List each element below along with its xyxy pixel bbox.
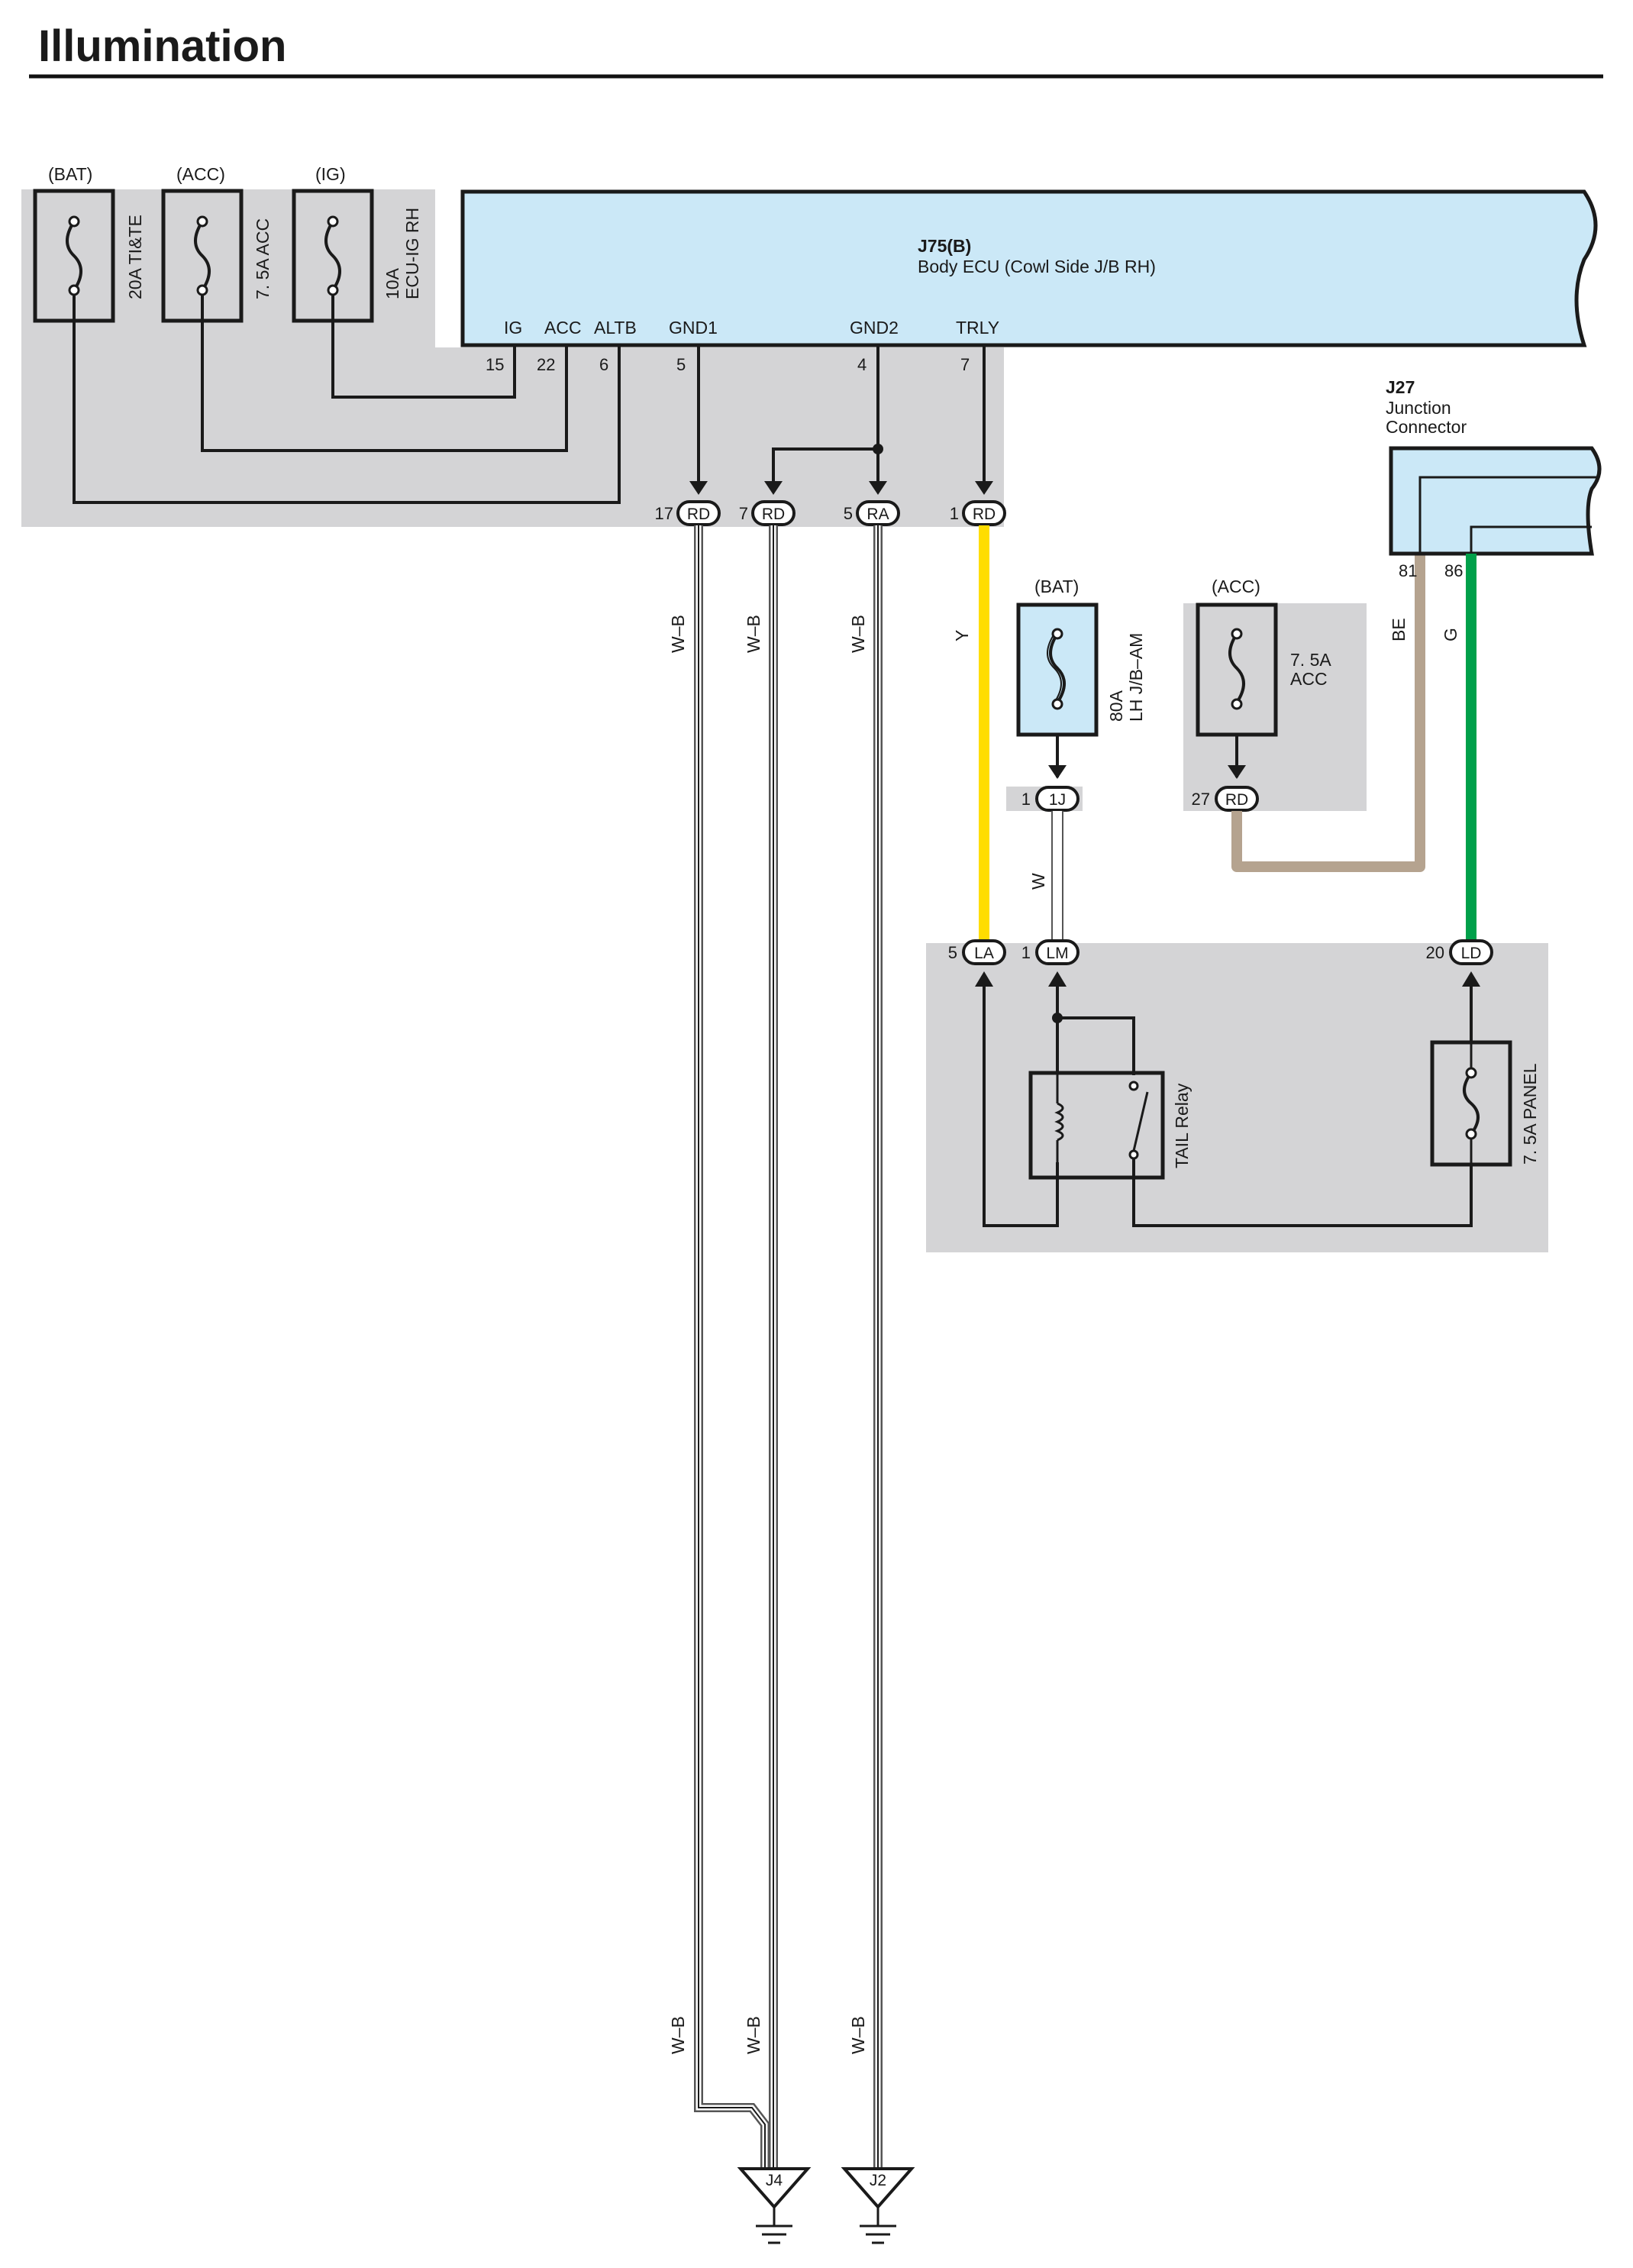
splice-relay [1052,1013,1063,1023]
bottom-right-gray-panel [926,943,1548,1252]
ecu-pin-number-6: 6 [599,355,608,374]
splice-gnd2 [873,444,883,454]
connector-27-rd [1215,786,1259,812]
connector-pin-7: 7 [739,504,748,523]
ecu-pin-number-4: 4 [857,355,867,374]
fuse-source-ig: (IG) [315,164,346,184]
acc-fuse-label-acc: ACC [1290,669,1328,689]
ecu-pin-label-altb: ALTB [594,318,637,338]
wire-wb-ground-1 [694,525,770,2169]
connector-code-5: RA [867,506,889,523]
connector-code-7: RD [762,506,785,523]
acc-fuse-arrow [1228,765,1246,779]
ground-j2 [841,2167,915,2244]
ecu-pin-number-7: 7 [960,355,970,374]
wire-color-be: BE [1389,618,1409,641]
body-ecu-box [460,189,1598,347]
connector-la [962,939,1006,965]
connector-pin-27: 27 [1192,790,1210,809]
page-title: Illumination [38,21,286,71]
wire-color-wb-6: W–B [848,2016,868,2054]
fuse-bat-80a [1016,603,1099,737]
connector-1j [1035,786,1080,812]
connector-pin-1j: 1 [1021,790,1031,809]
connector-pin-5: 5 [844,504,853,523]
fuse-label-20a-ti-te: 20A TI&TE [125,215,145,299]
connector-1-rd [962,500,1006,526]
bottom-block-wiring [983,987,1473,1227]
connector-pin-ld: 20 [1426,943,1444,962]
top-left-gray-panel [21,189,1004,527]
connector-lm [1035,939,1080,965]
ecu-pin-label-acc: ACC [544,318,582,338]
fuse-label-7-5a-acc: 7. 5A ACC [253,218,273,299]
connector-ld [1449,939,1493,965]
connector-pin-17: 17 [655,504,673,523]
fuse-source-bat: (BAT) [48,164,92,184]
ecu-pin-number-5: 5 [676,355,686,374]
fuse-panel-7-5a [1430,1040,1512,1167]
bat-fuse-label-80a: 80A [1106,690,1126,722]
fuse-label-ecu-ig-rh: ECU-IG RH [402,208,422,299]
fuse-label-10a: 10A [382,267,402,299]
connector-code-1j: 1J [1049,791,1066,809]
ecu-name: Body ECU (Cowl Side J/B RH) [918,257,1156,276]
ground-code-j2: J2 [870,2172,886,2189]
wire-beige-be [1231,554,1425,872]
wire-color-g: G [1441,628,1460,641]
connector-17-rd [676,500,721,526]
wire-color-wb-5: W–B [744,2016,763,2054]
connector-code-1: RD [973,506,996,523]
j27-inner-line-a [1418,476,1599,554]
ground-code-j4: J4 [766,2172,783,2189]
j27-line2: Connector [1386,417,1467,437]
ecu-pin-number-22: 22 [537,355,555,374]
bat-fuse-source: (BAT) [1034,577,1079,596]
ground-j4 [737,2167,812,2244]
ecu-pin-label-gnd1: GND1 [669,318,718,338]
j27-inner-line-b [1470,525,1592,554]
wire-color-wb-1: W–B [668,615,688,653]
j27-connector-box [1389,446,1602,556]
connector-arrows-bottom [975,971,1480,987]
ecu-pin-label-gnd2: GND2 [850,318,899,338]
ecu-code: J75(B) [918,236,971,256]
j27-pin-86: 86 [1444,561,1463,580]
connector-arrows-top [689,481,993,495]
connector-code-lm: LM [1046,945,1068,962]
wire-color-wb-4: W–B [668,2016,688,2054]
ecu-pin-label-trly: TRLY [956,318,999,338]
connector-5-ra [856,500,900,526]
j27-code: J27 [1386,377,1415,397]
acc-fuse-source: (ACC) [1212,577,1260,596]
wire-color-w: W [1028,873,1048,890]
ecu-pin-label-ig: IG [504,318,522,338]
top-wiring [73,295,986,504]
ecu-pin-number-15: 15 [486,355,504,374]
connector-code-la: LA [974,945,994,962]
wire-color-wb-2: W–B [744,615,763,653]
wire-color-y: Y [952,630,972,641]
wire-color-wb-3: W–B [848,615,868,653]
tail-relay-label: TAIL Relay [1172,1083,1192,1168]
acc-fuse-label-7-5a: 7. 5A [1290,650,1331,670]
bat-fuse-arrow [1048,765,1067,779]
panel-fuse-label: 7. 5A PANEL [1520,1063,1540,1165]
tail-relay [1028,1071,1165,1180]
connector-pin-1: 1 [950,504,959,523]
connector-pin-lm: 1 [1021,943,1031,962]
fuse-source-acc: (ACC) [176,164,225,184]
connector-pin-la: 5 [948,943,957,962]
connector-code-17: RD [687,506,710,523]
connector-code-27: RD [1225,791,1248,809]
bat-fuse-label-lh-jb-am: LH J/B–AM [1126,633,1146,722]
connector-code-ld: LD [1461,945,1482,962]
j27-pin-81: 81 [1399,561,1417,580]
connector-7-rd [751,500,796,526]
j27-line1: Junction [1386,398,1451,418]
